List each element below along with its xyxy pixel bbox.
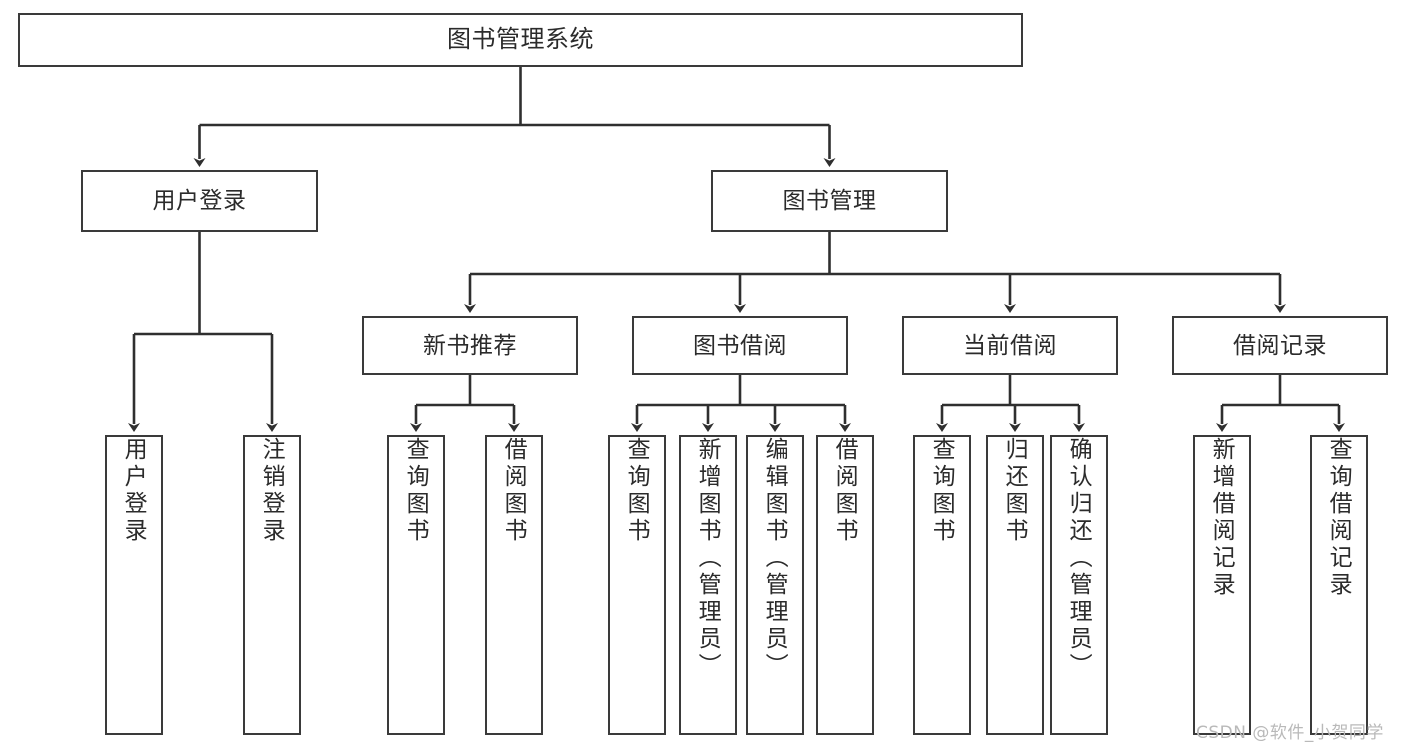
node-label: 新增图书（管理员） [695, 437, 722, 680]
node-leaf-query-book-1[interactable]: 查询图书 [387, 435, 445, 735]
node-label: 图书管理系统 [447, 25, 594, 53]
node-leaf-query-book-3[interactable]: 查询图书 [913, 435, 971, 735]
node-label: 确认归还（管理员） [1066, 437, 1093, 680]
node-leaf-query-record[interactable]: 查询借阅记录 [1310, 435, 1368, 735]
csdn-watermark: CSDN @软件_小贺同学 [1196, 723, 1384, 743]
node-leaf-query-book-2[interactable]: 查询图书 [608, 435, 666, 735]
node-label: 用户登录 [121, 437, 148, 545]
node-label: 查询图书 [929, 437, 956, 545]
node-label: 注销登录 [259, 437, 286, 545]
node-label: 用户登录 [152, 187, 247, 214]
node-leaf-user-login[interactable]: 用户登录 [105, 435, 163, 735]
node-label: 图书管理 [782, 187, 877, 214]
node-user-login[interactable]: 用户登录 [81, 170, 318, 232]
node-label: 归还图书 [1002, 437, 1029, 545]
node-leaf-return-book[interactable]: 归还图书 [986, 435, 1044, 735]
node-label: 新增借阅记录 [1209, 437, 1236, 599]
node-label: 借阅图书 [501, 437, 528, 545]
node-leaf-borrow-book-2[interactable]: 借阅图书 [816, 435, 874, 735]
node-book-manage[interactable]: 图书管理 [711, 170, 948, 232]
node-label: 查询图书 [624, 437, 651, 545]
node-label: 当前借阅 [963, 331, 1057, 358]
node-current-borrow[interactable]: 当前借阅 [902, 316, 1118, 375]
node-label: 图书借阅 [693, 331, 787, 358]
node-leaf-logout[interactable]: 注销登录 [243, 435, 301, 735]
node-leaf-borrow-book-1[interactable]: 借阅图书 [485, 435, 543, 735]
node-book-borrow[interactable]: 图书借阅 [632, 316, 848, 375]
node-leaf-add-book[interactable]: 新增图书（管理员） [679, 435, 737, 735]
node-label: 查询图书 [403, 437, 430, 545]
node-leaf-add-record[interactable]: 新增借阅记录 [1193, 435, 1251, 735]
node-borrow-record[interactable]: 借阅记录 [1172, 316, 1388, 375]
node-root[interactable]: 图书管理系统 [18, 13, 1023, 67]
node-label: 查询借阅记录 [1326, 437, 1353, 599]
node-label: 新书推荐 [423, 331, 517, 358]
node-label: 借阅记录 [1233, 331, 1327, 358]
node-label: 编辑图书（管理员） [762, 437, 789, 680]
node-leaf-confirm-return[interactable]: 确认归还（管理员） [1050, 435, 1108, 735]
node-leaf-edit-book[interactable]: 编辑图书（管理员） [746, 435, 804, 735]
node-new-book-recommend[interactable]: 新书推荐 [362, 316, 578, 375]
node-label: 借阅图书 [832, 437, 859, 545]
